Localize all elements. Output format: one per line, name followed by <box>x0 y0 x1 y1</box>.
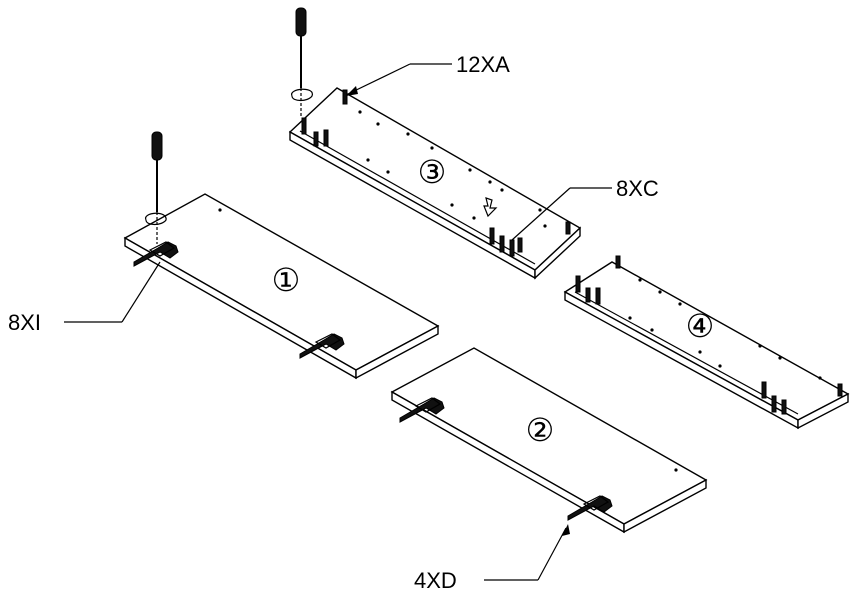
hinge-icon <box>399 397 445 423</box>
panel-2-number: ② <box>526 411 555 449</box>
callout-8xi: 8XI <box>8 261 161 335</box>
panel-4: ④ <box>563 255 850 430</box>
hinge-icon <box>567 495 613 521</box>
hole-dots <box>358 110 547 228</box>
panel-1-number: ① <box>272 261 301 299</box>
panel-3-number: ③ <box>418 153 447 191</box>
hole-dots <box>628 278 822 380</box>
arrow-icon <box>483 197 498 218</box>
callout-4xd: 4XD <box>414 524 570 593</box>
hinge-icon <box>299 333 345 359</box>
label-8xi: 8XI <box>8 310 41 335</box>
panel-4-number: ④ <box>686 307 715 345</box>
panel-3: ③ <box>288 87 582 280</box>
callout-8xc: 8XC <box>511 176 659 241</box>
label-4xd: 4XD <box>414 568 457 593</box>
panel-2: ② <box>390 347 708 534</box>
dowel-icon <box>301 89 571 257</box>
label-8xc: 8XC <box>616 176 659 201</box>
panel-1: ① <box>123 193 440 380</box>
dowel-icon <box>575 255 843 415</box>
screwdriver-icon <box>291 7 313 118</box>
callout-12xa: 12XA <box>346 52 510 96</box>
screwdriver-icon <box>145 131 167 244</box>
hinge-icon <box>133 241 179 267</box>
label-12xa: 12XA <box>456 52 510 77</box>
